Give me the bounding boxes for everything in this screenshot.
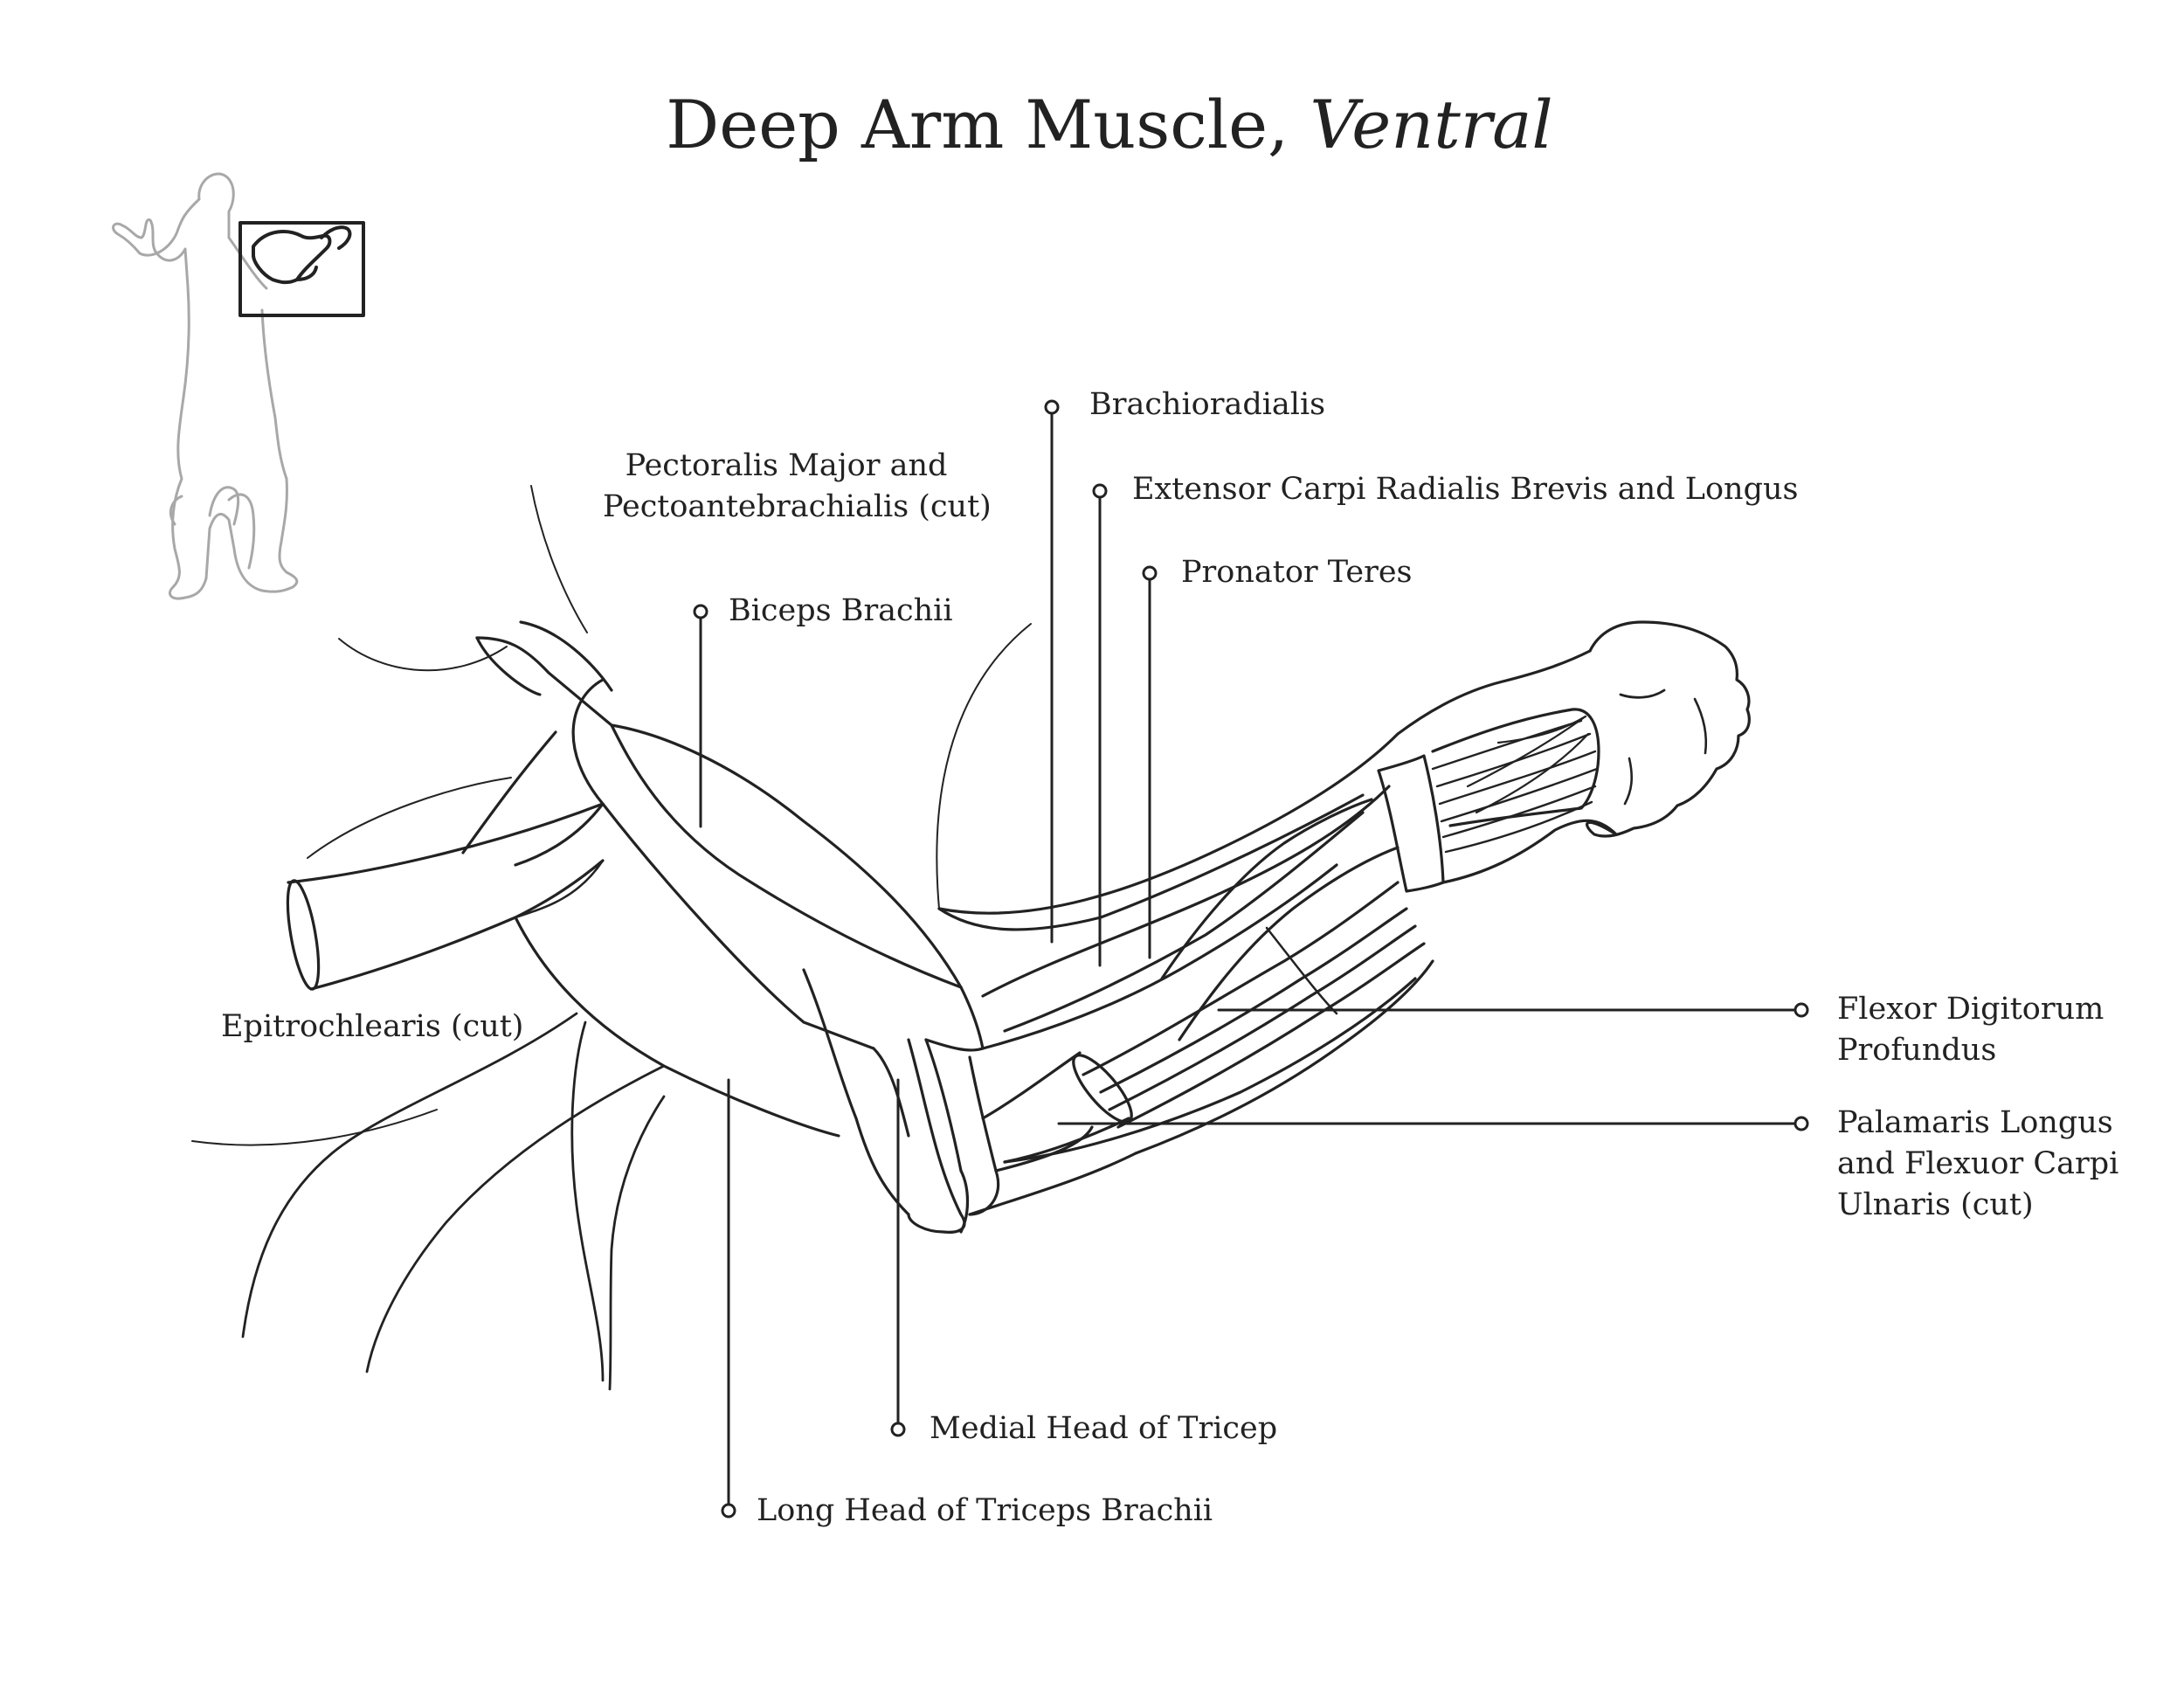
label-flexor-digitorum-line-1: Flexor Digitorum xyxy=(1837,992,2105,1027)
title-main: Deep Arm Muscle, xyxy=(666,86,1310,163)
marker-medial-tricep xyxy=(890,1422,906,1437)
label-flexor-digitorum: Flexor Digitorum Profundus xyxy=(1837,989,2104,1071)
label-extensor-carpi: Extensor Carpi Radialis Brevis and Longu… xyxy=(1132,472,1799,507)
label-palmaris-line-3: Ulnaris (cut) xyxy=(1837,1187,2034,1222)
label-pectoralis-line-1: Pectoralis Major and xyxy=(625,448,948,483)
thumbnail-arm-highlight xyxy=(252,230,332,285)
title-italic: Ventral xyxy=(1310,86,1553,163)
label-palmaris-line-2: and Flexuor Carpi xyxy=(1837,1146,2119,1181)
marker-brachioradialis xyxy=(1044,399,1060,415)
label-pectoralis: Pectoralis Major and Pectoantebrachialis… xyxy=(603,446,992,528)
label-epitrochlearis: Epitrochlearis (cut) xyxy=(221,1009,524,1044)
arm-drawing xyxy=(191,485,1751,1391)
label-palmaris-line-1: Palamaris Longus xyxy=(1837,1105,2113,1140)
marker-long-triceps xyxy=(721,1503,736,1519)
label-palmaris: Palamaris Longus and Flexuor Carpi Ulnar… xyxy=(1837,1103,2118,1226)
label-medial-tricep: Medial Head of Tricep xyxy=(930,1411,1278,1446)
label-biceps: Biceps Brachii xyxy=(729,593,953,628)
marker-pronator-teres xyxy=(1142,565,1158,581)
thumbnail-frame xyxy=(238,221,365,317)
label-pronator-teres: Pronator Teres xyxy=(1181,555,1413,590)
label-pectoralis-line-2: Pectoantebrachialis (cut) xyxy=(603,489,992,524)
marker-extensor-carpi xyxy=(1092,483,1108,499)
cat-body-outline-icon xyxy=(112,172,299,600)
label-flexor-digitorum-line-2: Profundus xyxy=(1837,1033,1997,1068)
label-long-triceps: Long Head of Triceps Brachii xyxy=(757,1493,1213,1528)
leader-lines xyxy=(693,399,1809,1519)
marker-palmaris xyxy=(1794,1116,1809,1131)
marker-flexor-digitorum xyxy=(1794,1002,1809,1018)
orientation-thumbnail xyxy=(112,172,365,600)
diagram-title: Deep Arm Muscle, Ventral xyxy=(0,86,2184,163)
label-brachioradialis: Brachioradialis xyxy=(1089,387,1326,422)
marker-biceps xyxy=(693,604,708,619)
